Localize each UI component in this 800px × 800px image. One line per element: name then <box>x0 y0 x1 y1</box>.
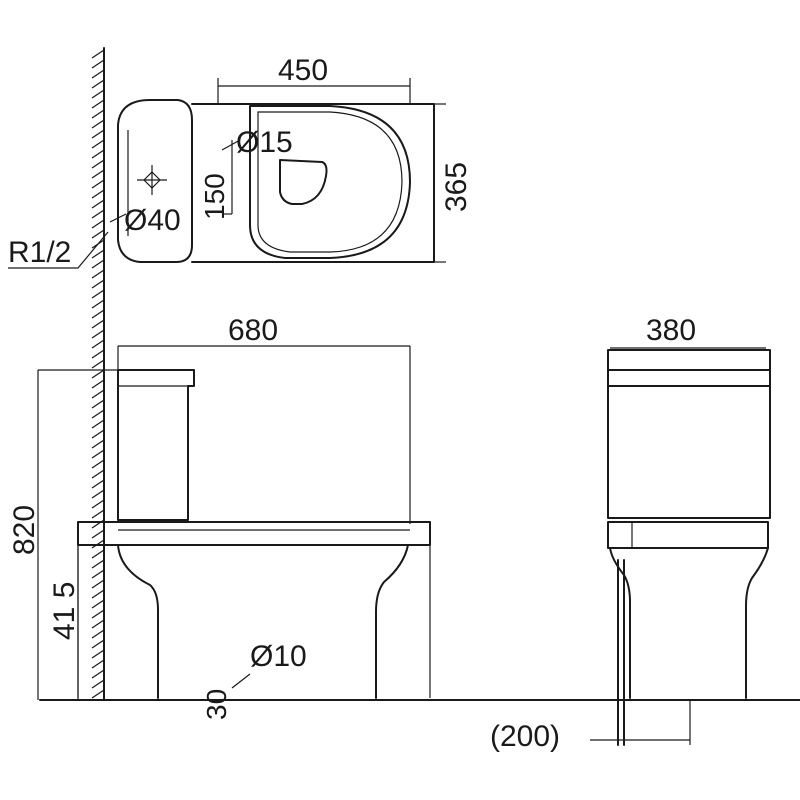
hatch-stroke <box>91 59 105 69</box>
hatch-stroke <box>91 319 105 329</box>
hatch-stroke <box>91 629 105 639</box>
dim-total-height: 820 <box>8 505 41 555</box>
hatch-stroke <box>91 409 105 419</box>
hatch-stroke <box>91 399 105 409</box>
hatch-stroke <box>91 149 105 159</box>
front-view-bowl <box>117 544 159 699</box>
dim-rough-in: (200) <box>490 720 560 753</box>
hatch-stroke <box>91 469 105 479</box>
hatch-stroke <box>91 659 105 669</box>
hatch-stroke <box>91 569 105 579</box>
hatch-stroke <box>91 339 105 349</box>
hatch-stroke <box>91 639 105 649</box>
hatch-stroke <box>91 279 105 289</box>
hatch-stroke <box>91 419 105 429</box>
hatch-stroke <box>91 229 105 239</box>
hatch-stroke <box>91 259 105 269</box>
hatch-stroke <box>91 669 105 679</box>
hatch-stroke <box>91 579 105 589</box>
side-view-bowl <box>609 547 631 699</box>
hatch-stroke <box>91 589 105 599</box>
hatch-stroke <box>91 209 105 219</box>
hatch-stroke <box>91 199 105 209</box>
hatch-stroke <box>91 599 105 609</box>
hatch-stroke <box>91 529 105 539</box>
hatch-stroke <box>91 449 105 459</box>
hatch-stroke <box>91 249 105 259</box>
dim-inlet-dia: Ø15 <box>236 126 293 159</box>
hatch-stroke <box>91 689 105 699</box>
hatch-stroke <box>91 549 105 559</box>
hatch-stroke <box>91 619 105 629</box>
hatch-stroke <box>91 349 105 359</box>
dim-bolt-offset: 30 <box>201 689 232 720</box>
hatch-stroke <box>91 309 105 319</box>
hatch-stroke <box>91 189 105 199</box>
side-view-tank <box>607 385 771 519</box>
hatch-stroke <box>91 559 105 569</box>
dim-total-length: 680 <box>228 314 278 347</box>
hatch-stroke <box>91 129 105 139</box>
hatch-stroke <box>91 169 105 179</box>
dim-outlet-dia: Ø40 <box>124 204 181 237</box>
dim-bolt-dia: Ø10 <box>250 640 307 673</box>
hatch-stroke <box>91 679 105 689</box>
side-view: 380 (200) <box>490 314 771 753</box>
hatch-stroke <box>91 509 105 519</box>
hatch-stroke <box>91 359 105 369</box>
dim-seat-height: 41 5 <box>48 582 81 640</box>
dim-top-depth: 365 <box>440 162 473 212</box>
hatch-stroke <box>91 369 105 379</box>
hatch-stroke <box>91 109 105 119</box>
front-view: 680 820 41 5 Ø10 30 <box>8 314 431 720</box>
hatch-stroke <box>91 179 105 189</box>
hatch-stroke <box>91 89 105 99</box>
hatch-stroke <box>91 69 105 79</box>
hatch-stroke <box>91 139 105 149</box>
hatch-stroke <box>91 649 105 659</box>
hatch-stroke <box>91 439 105 449</box>
hatch-stroke <box>91 119 105 129</box>
hatch-stroke <box>91 459 105 469</box>
hatch-stroke <box>91 219 105 229</box>
hatch-stroke <box>91 379 105 389</box>
front-view-tank <box>117 369 195 521</box>
hatch-stroke <box>91 289 105 299</box>
hatch-stroke <box>91 429 105 439</box>
hatch-stroke <box>91 609 105 619</box>
dim-top-width: 450 <box>278 54 328 87</box>
hatch-stroke <box>91 99 105 109</box>
hatch-stroke <box>91 479 105 489</box>
dim-thread: R1/2 <box>8 236 71 269</box>
wall-hatching <box>91 49 105 699</box>
side-view-tank-lid <box>607 349 771 371</box>
top-view-bowl-outline <box>191 103 435 263</box>
dim-inlet-offset: 150 <box>199 173 230 220</box>
hatch-stroke <box>91 299 105 309</box>
outlet-cross-icon <box>137 165 167 195</box>
hatch-stroke <box>91 79 105 89</box>
hatch-stroke <box>91 159 105 169</box>
dim-side-width: 380 <box>646 314 696 347</box>
front-view-seat <box>77 521 431 546</box>
top-view-tank <box>117 99 193 263</box>
hatch-stroke <box>91 489 105 499</box>
wall <box>91 47 105 701</box>
top-view-seat <box>249 105 411 259</box>
hatch-stroke <box>91 389 105 399</box>
hatch-stroke <box>91 499 105 509</box>
top-view: 450 365 150 Ø15 Ø40 R1/2 <box>8 54 473 269</box>
hatch-stroke <box>91 49 105 59</box>
top-view-bowl-opening <box>279 159 328 205</box>
hatch-stroke <box>91 269 105 279</box>
hatch-stroke <box>91 329 105 339</box>
